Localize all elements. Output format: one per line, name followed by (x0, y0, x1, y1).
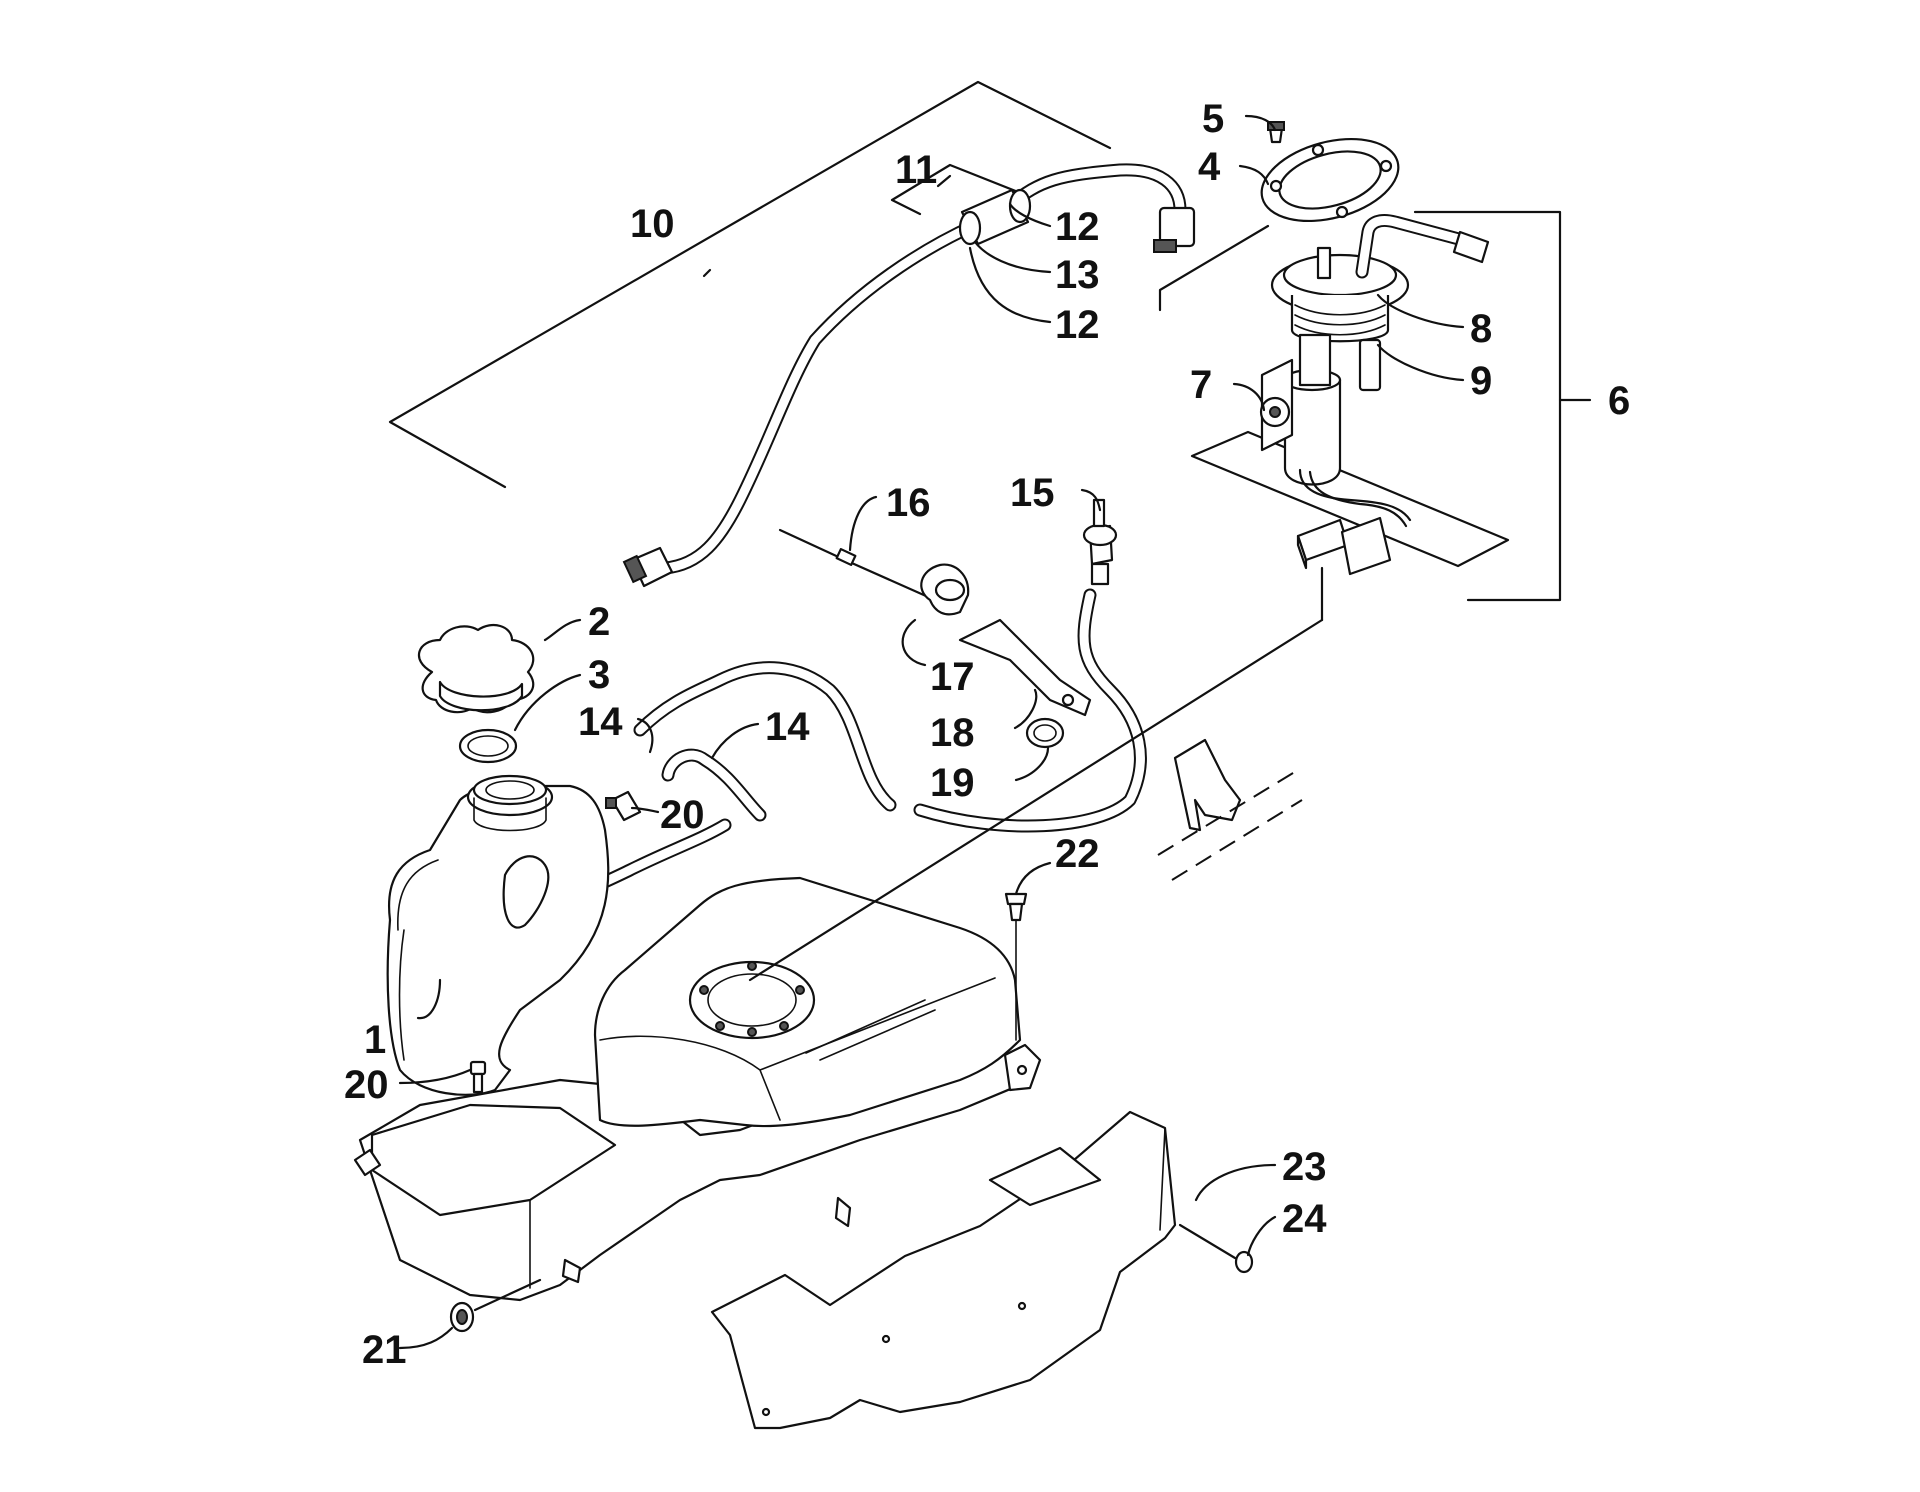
quick-connector-right (1153, 206, 1196, 253)
callout-19: 19 (930, 761, 975, 805)
fuel-cap (417, 623, 535, 714)
pump-gasket (1260, 137, 1400, 223)
callout-20-upper: 20 (660, 793, 705, 837)
callout-5: 5 (1202, 97, 1224, 141)
callout-4: 4 (1198, 145, 1221, 189)
callout-2: 2 (588, 600, 610, 644)
vent-check-valve (1082, 498, 1118, 586)
bracket-pump-line (1158, 224, 1270, 312)
callout-16: 16 (886, 481, 931, 525)
callout-23: 23 (1282, 1145, 1327, 1189)
bracket-11 (890, 163, 1020, 216)
callout-17: 17 (930, 655, 975, 699)
fuel-line-assembly (622, 163, 1196, 588)
skid-plate-screw (1178, 1223, 1254, 1274)
vent-tube-16 (778, 528, 937, 602)
push-rivet-22 (1004, 892, 1028, 1041)
callout-1: 1 (364, 1018, 386, 1062)
callout-14-right: 14 (765, 705, 810, 749)
callout-8: 8 (1470, 307, 1492, 351)
elbow-fitting-20-upper (605, 790, 642, 822)
hose-clamp-17 (920, 563, 970, 616)
callout-20-lower: 20 (344, 1063, 389, 1107)
callout-6: 6 (1608, 379, 1630, 423)
callout-12-lower: 12 (1055, 303, 1100, 347)
tank-pump-opening (688, 960, 816, 1040)
callout-14-left: 14 (578, 700, 623, 744)
leader-lines (398, 114, 1465, 1350)
fuel-pump-assembly (1190, 121, 1510, 576)
callout-21: 21 (362, 1328, 407, 1372)
quick-connector-left (622, 546, 674, 588)
callout-labels: 1 2 3 4 5 6 7 8 9 10 11 12 13 12 14 14 1… (344, 97, 1630, 1372)
callout-3: 3 (588, 653, 610, 697)
frame-mount-bracket (1157, 738, 1303, 881)
skid-plate (710, 1110, 1177, 1430)
gasket-screw (1267, 121, 1285, 144)
tank-fitting-20-lower (469, 1060, 487, 1094)
callout-15: 15 (1010, 471, 1055, 515)
drain-grommet (449, 1301, 475, 1333)
cap-seal-ring (458, 728, 518, 764)
callout-7: 7 (1190, 363, 1212, 407)
callout-11: 11 (895, 148, 937, 192)
callout-18: 18 (930, 711, 975, 755)
callout-22: 22 (1055, 832, 1100, 876)
callout-10: 10 (630, 202, 675, 246)
callout-9: 9 (1470, 359, 1492, 403)
callout-13: 13 (1055, 253, 1100, 297)
mount-bracket-18 (958, 618, 1092, 717)
hose-clip-19 (1025, 717, 1065, 749)
inline-fuel-filter (958, 188, 1032, 246)
callout-12-upper: 12 (1055, 205, 1100, 249)
fuel-tank (353, 774, 1042, 1302)
bracket-6 (1413, 210, 1562, 602)
callout-24: 24 (1282, 1197, 1327, 1241)
bracket-10 (388, 80, 1112, 489)
